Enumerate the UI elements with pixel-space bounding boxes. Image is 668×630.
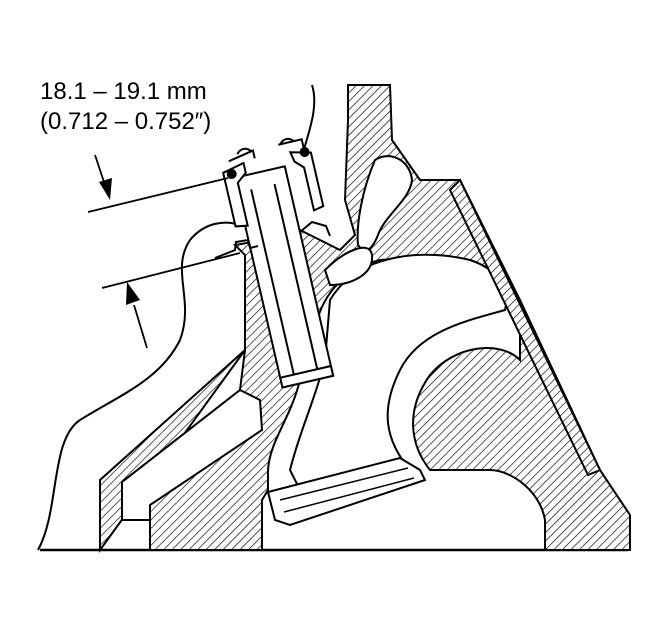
extension-line-bottom	[101, 252, 241, 289]
spring-seat	[214, 238, 259, 259]
coolant-cavity-lower	[323, 246, 374, 287]
cross-passage	[266, 456, 427, 527]
coolant-cavity	[356, 155, 414, 252]
break-line	[37, 221, 241, 551]
spring-seat-right	[299, 220, 331, 237]
valve-guide-icon	[232, 165, 335, 389]
port-cavity	[288, 253, 508, 492]
dimension-imperial-label: (0.712 – 0.752″)	[40, 108, 212, 135]
valve-seal-icon	[222, 137, 325, 228]
passage-line-2	[283, 477, 415, 513]
dimension-metric-label: 18.1 – 19.1 mm	[40, 78, 207, 105]
dimension-arrow-icon	[94, 154, 148, 349]
right-wall	[448, 178, 602, 477]
left-wall-inner	[121, 388, 264, 521]
passage-line-1	[279, 467, 409, 501]
extension-line-top	[87, 177, 229, 213]
